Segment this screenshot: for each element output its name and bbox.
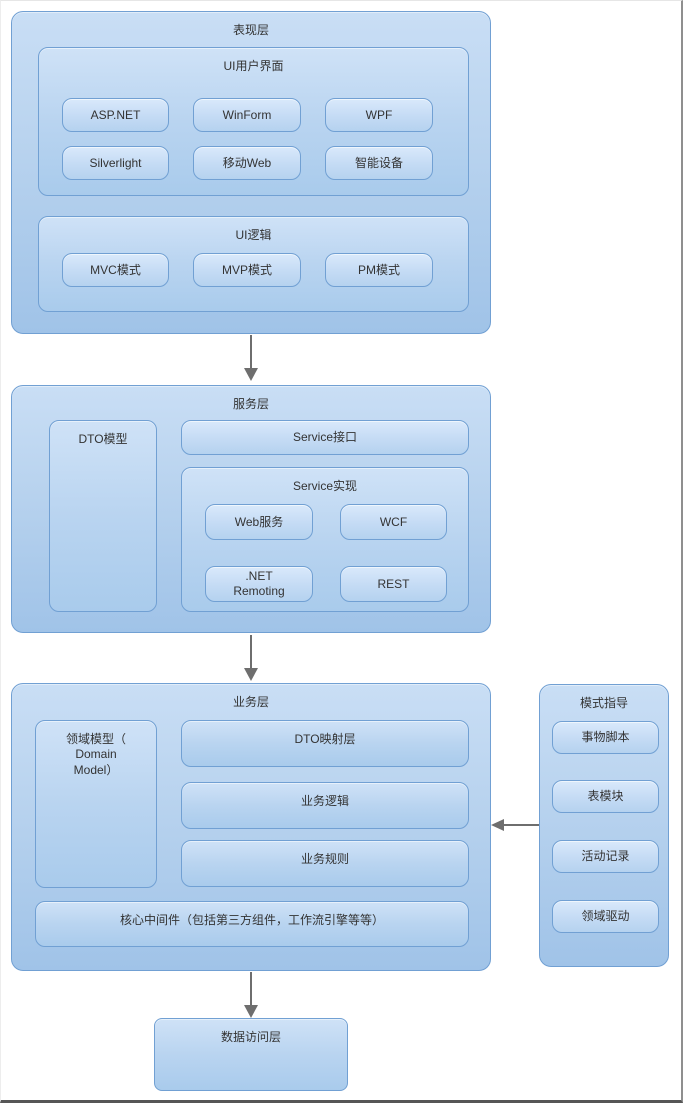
node-domain-driven-label: 领域驱动 bbox=[581, 909, 630, 923]
node-mobile-web-label: 移动Web bbox=[222, 155, 272, 170]
core-middleware-title: 核心中间件（包括第三方组件，工作流引擎等等） bbox=[119, 913, 384, 927]
domain-model-title: 领域模型（ Domain Model） bbox=[36, 721, 156, 778]
dto-model-title: DTO模型 bbox=[78, 432, 128, 446]
service-layer-box: 服务层 DTO模型 Service接口 Service实现 Web服务 WCF … bbox=[11, 385, 491, 633]
node-winform-label: WinForm bbox=[222, 107, 272, 122]
node-silverlight-label: Silverlight bbox=[89, 155, 142, 170]
arrow-service-to-business-head-icon bbox=[244, 668, 258, 681]
node-table-module: 表模块 bbox=[552, 780, 659, 813]
node-wpf: WPF bbox=[325, 98, 433, 132]
arrow-service-to-business-line bbox=[250, 635, 252, 669]
node-net-remoting-label: .NET Remoting bbox=[233, 569, 285, 598]
domain-model-box: 领域模型（ Domain Model） bbox=[35, 720, 157, 888]
arrow-guidance-to-business-line bbox=[503, 824, 539, 826]
node-aspnet: ASP.NET bbox=[62, 98, 169, 132]
node-web-service: Web服务 bbox=[205, 504, 313, 540]
node-net-remoting: .NET Remoting bbox=[205, 566, 313, 602]
pattern-guidance-box: 模式指导 事物脚本 表模块 活动记录 领域驱动 bbox=[539, 684, 669, 967]
service-interface-box: Service接口 bbox=[181, 420, 469, 455]
node-wcf: WCF bbox=[340, 504, 447, 540]
node-transaction-script-label: 事物脚本 bbox=[581, 730, 630, 744]
arrow-business-to-dataaccess-line bbox=[250, 972, 252, 1006]
business-rules-title: 业务规则 bbox=[300, 852, 349, 866]
node-aspnet-label: ASP.NET bbox=[90, 107, 141, 122]
node-transaction-script: 事物脚本 bbox=[552, 721, 659, 754]
arrow-guidance-to-business-head-icon bbox=[491, 819, 504, 831]
node-smart-device-label: 智能设备 bbox=[354, 155, 403, 170]
data-access-layer-title: 数据访问层 bbox=[220, 1030, 281, 1044]
node-wpf-label: WPF bbox=[365, 107, 393, 122]
node-web-service-label: Web服务 bbox=[234, 514, 284, 529]
business-rules-box: 业务规则 bbox=[181, 840, 469, 887]
node-silverlight: Silverlight bbox=[62, 146, 169, 180]
core-middleware-box: 核心中间件（包括第三方组件，工作流引擎等等） bbox=[35, 901, 469, 947]
node-active-record: 活动记录 bbox=[552, 840, 659, 873]
presentation-layer-box: 表现层 UI用户界面 ASP.NET WinForm WPF Silverlig… bbox=[11, 11, 491, 334]
node-mvc-label: MVC模式 bbox=[90, 262, 141, 277]
arrow-presentation-to-service-head-icon bbox=[244, 368, 258, 381]
node-winform: WinForm bbox=[193, 98, 301, 132]
arrow-business-to-dataaccess-head-icon bbox=[244, 1005, 258, 1018]
arrow-presentation-to-service-line bbox=[250, 335, 252, 369]
domain-model-line3: Model） bbox=[73, 763, 119, 777]
service-impl-title: Service实现 bbox=[292, 479, 357, 493]
service-impl-box: Service实现 Web服务 WCF .NET Remoting REST bbox=[181, 467, 469, 612]
service-interface-label: Service接口 bbox=[292, 430, 357, 444]
ui-logic-title: UI逻辑 bbox=[235, 228, 272, 242]
dto-model-box: DTO模型 bbox=[49, 420, 157, 612]
node-wcf-label: WCF bbox=[379, 514, 408, 529]
node-smart-device: 智能设备 bbox=[325, 146, 433, 180]
node-domain-driven: 领域驱动 bbox=[552, 900, 659, 933]
node-pm: PM模式 bbox=[325, 253, 433, 287]
node-mvp: MVP模式 bbox=[193, 253, 301, 287]
service-layer-title: 服务层 bbox=[232, 397, 269, 411]
dto-mapping-title: DTO映射层 bbox=[294, 732, 356, 746]
ui-logic-box: UI逻辑 MVC模式 MVP模式 PM模式 bbox=[38, 216, 469, 312]
node-active-record-label: 活动记录 bbox=[581, 849, 630, 863]
pattern-guidance-title: 模式指导 bbox=[579, 696, 628, 710]
node-mobile-web: 移动Web bbox=[193, 146, 301, 180]
dto-mapping-box: DTO映射层 bbox=[181, 720, 469, 767]
ui-interface-title: UI用户界面 bbox=[223, 59, 284, 73]
node-rest: REST bbox=[340, 566, 447, 602]
node-rest-label: REST bbox=[377, 576, 410, 591]
presentation-layer-title: 表现层 bbox=[232, 23, 269, 37]
business-layer-title: 业务层 bbox=[232, 695, 269, 709]
business-layer-box: 业务层 领域模型（ Domain Model） DTO映射层 业务逻辑 业务规则… bbox=[11, 683, 491, 971]
ui-interface-box: UI用户界面 ASP.NET WinForm WPF Silverlight 移… bbox=[38, 47, 469, 196]
data-access-layer-box: 数据访问层 bbox=[154, 1018, 348, 1091]
business-logic-title: 业务逻辑 bbox=[300, 794, 349, 808]
business-logic-box: 业务逻辑 bbox=[181, 782, 469, 829]
domain-model-line2: Domain bbox=[75, 747, 117, 761]
node-table-module-label: 表模块 bbox=[587, 789, 624, 803]
node-mvc: MVC模式 bbox=[62, 253, 169, 287]
node-mvp-label: MVP模式 bbox=[221, 262, 272, 277]
node-pm-label: PM模式 bbox=[357, 262, 400, 277]
domain-model-line1: 领域模型（ bbox=[65, 732, 126, 746]
